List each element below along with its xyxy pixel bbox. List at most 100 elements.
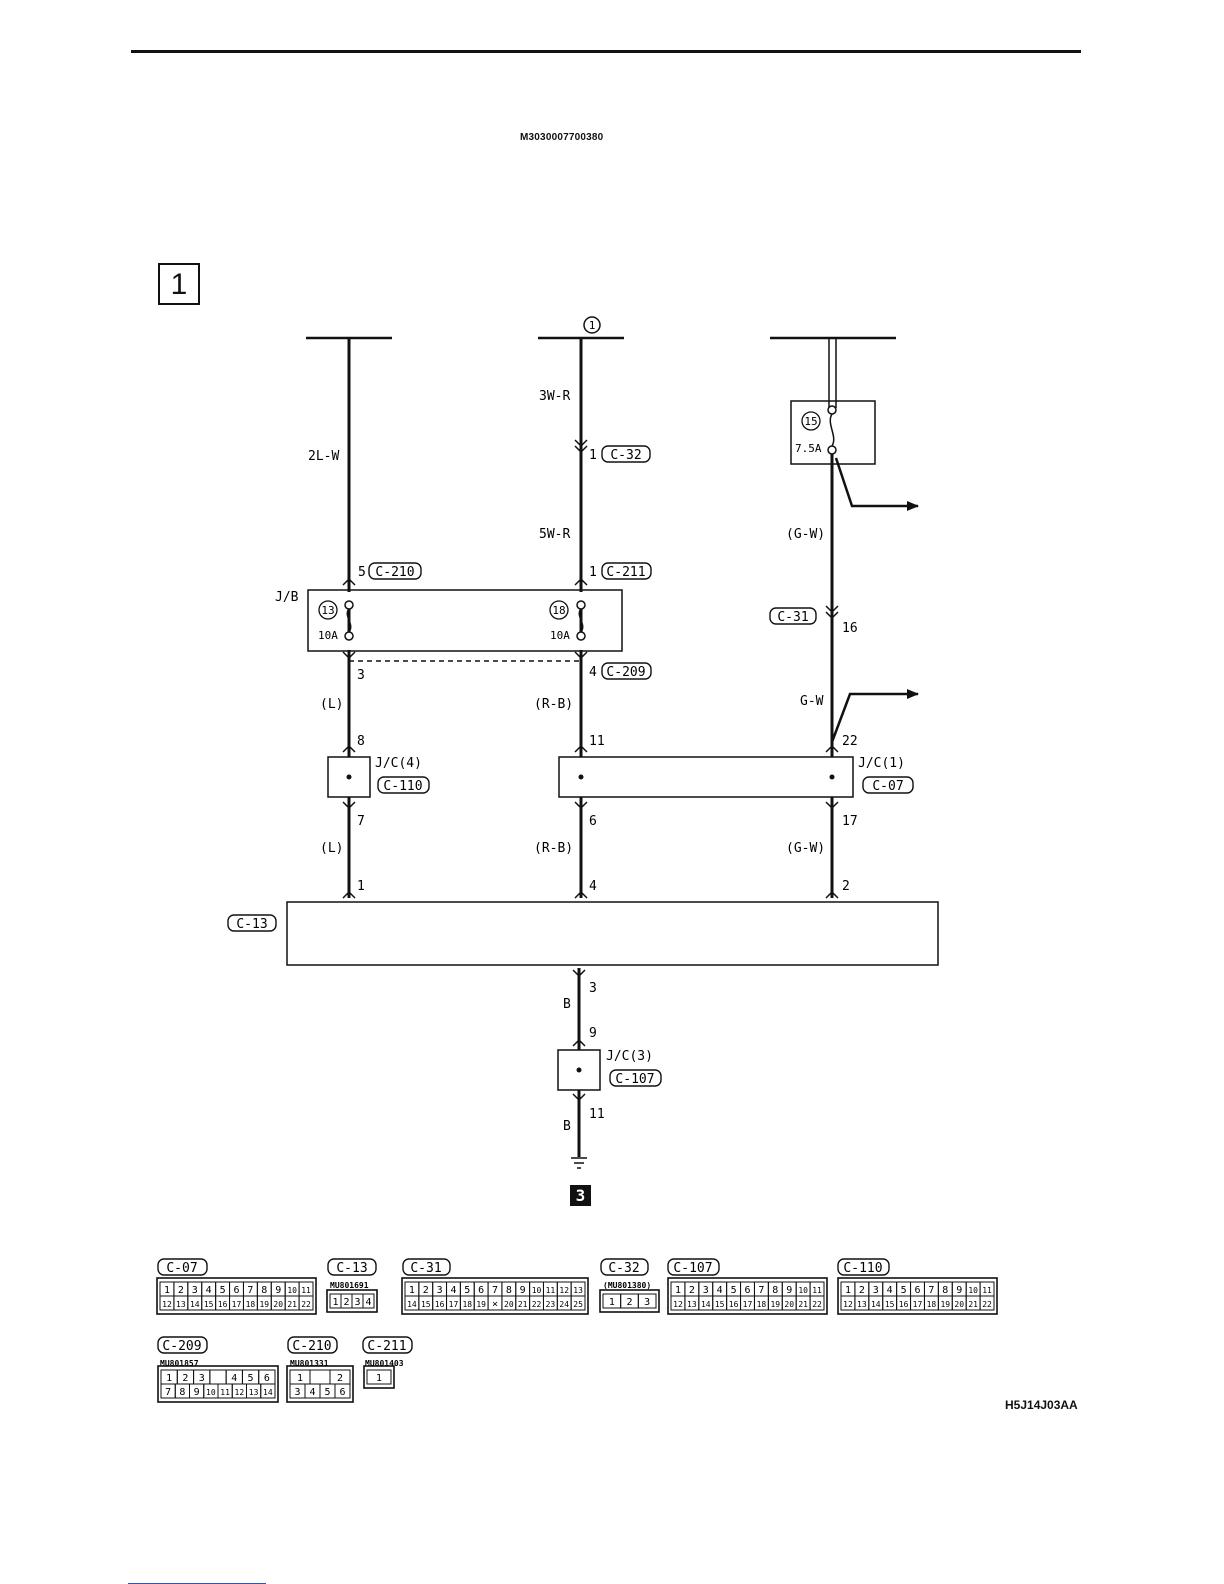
connector-pin-label: 2	[178, 1285, 184, 1296]
callout-c110: C-110	[383, 779, 422, 794]
wire-label: (G-W)	[786, 841, 825, 856]
joint-connector-3: J/C(3)	[557, 1049, 653, 1091]
connector-pin-label: 7	[492, 1285, 498, 1296]
callout-c32: C-32	[610, 448, 641, 463]
wire-label: (R-B)	[534, 841, 573, 856]
connector-pin-label: 1	[845, 1285, 851, 1296]
connector-legend-tags	[157, 1258, 890, 1354]
pin-number: 7	[357, 814, 365, 829]
connector-pin-label: 13	[857, 1300, 867, 1309]
connector-pin-label: 2	[859, 1285, 865, 1296]
connector-cell	[362, 1293, 375, 1309]
connector-pin-label: 16	[435, 1300, 445, 1309]
connector-pin-label: 1	[609, 1297, 615, 1308]
connector-pin-label: 21	[968, 1300, 978, 1309]
connector-pin-label: 10	[287, 1286, 297, 1295]
connector-pin-label: 14	[871, 1300, 881, 1309]
part-number-c32: (MU801380)	[603, 1281, 651, 1290]
connector-pin-label: 7	[165, 1387, 171, 1398]
connector-pin-label: 11	[301, 1286, 311, 1295]
document-code: M3030007700380	[520, 132, 604, 143]
connector-pin-label: 21	[798, 1300, 808, 1309]
wire-label: (G-W)	[786, 527, 825, 542]
part-number-c13: MU801691	[330, 1281, 369, 1290]
callout-c13: C-13	[236, 917, 267, 932]
connector-pin-label: 8	[179, 1387, 185, 1398]
connector-pin-label: 16	[899, 1300, 909, 1309]
wire-label: G-W	[800, 694, 824, 709]
connector-pin-label: 20	[504, 1300, 514, 1309]
connector-pin-label: 3	[354, 1297, 360, 1308]
connector-cell	[979, 1295, 995, 1311]
connector-pin-label: 19	[770, 1300, 780, 1309]
part-number-c210: MU801331	[290, 1359, 329, 1368]
connector-pin-label: 2	[626, 1297, 632, 1308]
connector-pin-label: 3	[873, 1285, 879, 1296]
callout-c211: C-211	[606, 565, 645, 580]
connector-pin-label: 6	[264, 1373, 270, 1384]
connector-pin-label: 12	[673, 1300, 683, 1309]
connector-pin-label: 22	[982, 1300, 992, 1309]
connector-pin-label: ×	[492, 1299, 498, 1310]
connector-pin-label: 3	[199, 1373, 205, 1384]
legend-c13: C-13	[336, 1261, 367, 1276]
connector-pin-label: 22	[532, 1300, 542, 1309]
connector-pin-label: 7	[928, 1285, 934, 1296]
connector-pin-label: 9	[786, 1285, 792, 1296]
connector-pin-label: 18	[927, 1300, 937, 1309]
connector-pin-label: 18	[757, 1300, 767, 1309]
legend-c07: C-07	[166, 1261, 197, 1276]
wire-label: B	[563, 1119, 571, 1134]
pin-number: 4	[589, 665, 597, 680]
connector-pin-label: 12	[235, 1388, 245, 1397]
connector-pin-label: 5	[901, 1285, 907, 1296]
connector-pin-label: 19	[476, 1300, 486, 1309]
pin-number: 8	[357, 734, 365, 749]
connector-pin-label: 9	[275, 1285, 281, 1296]
figure-code: H5J14J03AA	[1005, 1398, 1078, 1412]
legend-c209: C-209	[162, 1339, 201, 1354]
wire-label: 2L-W	[308, 449, 339, 464]
connector-face-c110	[837, 1277, 998, 1315]
pin-number: 11	[589, 734, 605, 749]
header-rule	[131, 50, 1081, 53]
joint-connector-4: J/C(4)	[327, 756, 422, 798]
connector-pin-label: 16	[729, 1300, 739, 1309]
connector-cell	[298, 1295, 314, 1311]
connector-pin-label: 15	[715, 1300, 725, 1309]
connector-pin-label: 10	[206, 1388, 216, 1397]
connector-pin-label: 5	[464, 1285, 470, 1296]
wire-label: (L)	[320, 697, 343, 712]
connector-pin-label: 14	[701, 1300, 711, 1309]
pin-number: 9	[589, 1026, 597, 1041]
connector-pin-label: 4	[309, 1387, 315, 1398]
connector-cell	[570, 1295, 586, 1311]
connector-cell	[209, 1369, 227, 1385]
connector-pin-label: 14	[407, 1300, 417, 1309]
connector-pin-label: 20	[954, 1300, 964, 1309]
connector-pin-label: 10	[968, 1286, 978, 1295]
svg-text:J/C(3): J/C(3)	[606, 1049, 653, 1064]
connector-pin-label: 10	[798, 1286, 808, 1295]
connector-pin-label: 3	[644, 1297, 650, 1308]
wire-label: (R-B)	[534, 697, 573, 712]
svg-text:10A: 10A	[318, 629, 338, 642]
pin-number: 1	[589, 448, 597, 463]
connector-pin-label: 3	[294, 1387, 300, 1398]
ground-symbol	[571, 1157, 587, 1169]
svg-text:3: 3	[576, 1186, 586, 1205]
pin-number: 1	[357, 879, 365, 894]
connector-pin-label: 3	[192, 1285, 198, 1296]
connector-pin-label: 14	[263, 1388, 273, 1397]
connector-cell	[637, 1293, 657, 1309]
fuse-13: 13 10A	[318, 600, 354, 642]
junction-block: J/B	[275, 589, 623, 662]
pin-number: 1	[589, 565, 597, 580]
pin-number: 5	[358, 565, 366, 580]
wire-label: 5W-R	[539, 527, 570, 542]
part-number-c211: MU801403	[365, 1359, 404, 1368]
pin-number: 4	[589, 879, 597, 894]
connector-pin-label: 18	[462, 1300, 472, 1309]
